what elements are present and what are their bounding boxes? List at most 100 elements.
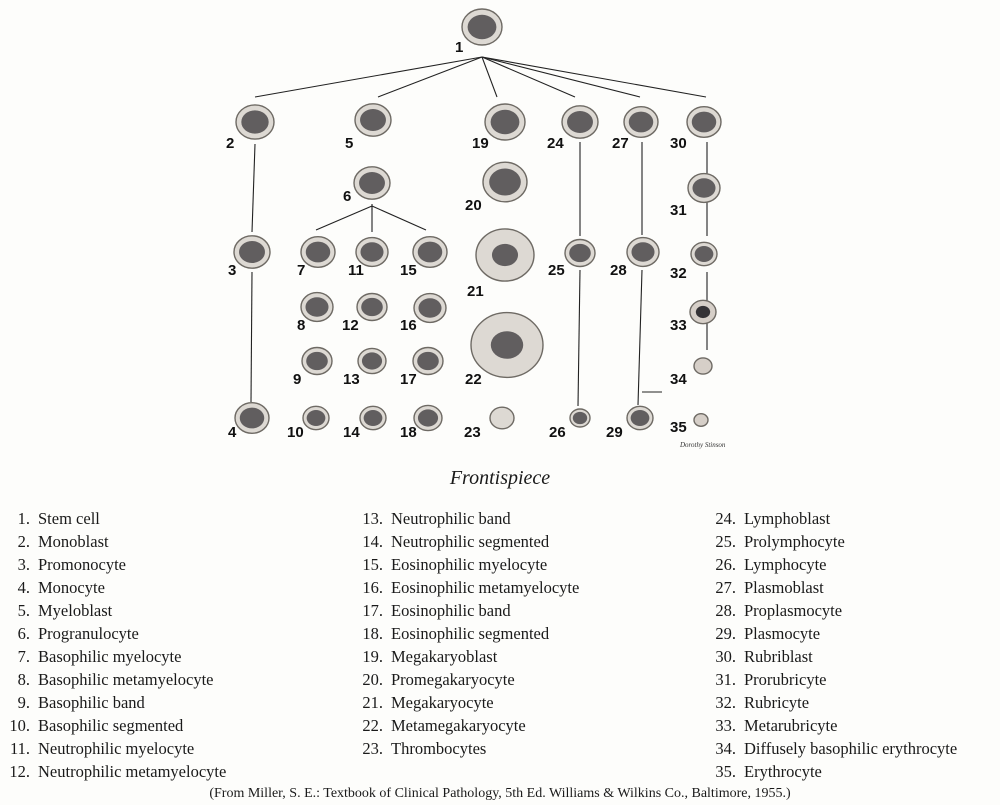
legend-item: 26.Lymphocyte xyxy=(706,553,957,576)
cell-number-label: 16 xyxy=(400,317,417,334)
cell-10-illustration xyxy=(302,405,330,431)
cell-14-illustration xyxy=(359,405,387,431)
legend-item-label: Eosinophilic band xyxy=(391,601,511,620)
cell-number-label: 24 xyxy=(547,135,564,152)
legend-item-number: 15. xyxy=(362,555,383,574)
cell-nucleus xyxy=(360,108,386,132)
legend-item-label: Neutrophilic band xyxy=(391,509,511,528)
legend-item-label: Monocyte xyxy=(38,578,105,597)
cell-nucleus xyxy=(305,297,329,317)
blood-cell-lineage-diagram: 1234567891011121314151617181920212223242… xyxy=(226,8,726,449)
cell-nucleus xyxy=(359,171,385,195)
cell-nucleus xyxy=(417,241,443,263)
cell-nucleus xyxy=(361,297,383,317)
cell-number-label: 13 xyxy=(343,371,360,388)
cell-number-label: 1 xyxy=(455,39,463,56)
cell-number-label: 3 xyxy=(228,262,236,279)
cell-3-illustration xyxy=(233,235,271,269)
cell-nucleus xyxy=(239,407,265,429)
lineage-connector xyxy=(377,56,483,98)
lineage-connector xyxy=(481,56,707,98)
legend-item: 8.Basophilic metamyelocyte xyxy=(6,668,226,691)
legend-item-number: 27. xyxy=(715,578,736,597)
cell-30-illustration xyxy=(686,105,722,138)
legend-item-number: 7. xyxy=(17,647,30,666)
legend-item: 19.Megakaryoblast xyxy=(355,645,579,668)
cell-nucleus xyxy=(628,111,654,133)
cell-34-illustration xyxy=(693,357,713,375)
cell-nucleus xyxy=(490,109,520,135)
cell-number-label: 8 xyxy=(297,317,305,334)
legend-item-number: 29. xyxy=(715,624,736,643)
legend-item-label: Erythrocyte xyxy=(744,762,822,781)
cell-nucleus xyxy=(239,240,265,264)
cell-21-illustration xyxy=(475,228,535,282)
legend-item-label: Neutrophilic myelocyte xyxy=(38,739,195,758)
legend-item: 10.Basophilic segmented xyxy=(6,714,226,737)
legend-item-number: 25. xyxy=(715,532,736,551)
cell-nucleus xyxy=(361,352,383,370)
cell-32-illustration xyxy=(690,241,718,267)
legend-item: 23.Thrombocytes xyxy=(355,737,579,760)
legend-item-label: Stem cell xyxy=(38,509,100,528)
figure-caption: Frontispiece xyxy=(449,467,551,489)
cell-28-illustration xyxy=(626,236,660,268)
cell-nucleus xyxy=(363,410,383,426)
cell-number-label: 22 xyxy=(465,371,482,388)
lineage-connector xyxy=(481,56,576,98)
cell-nucleus xyxy=(417,351,439,371)
legend-item: 22.Metamegakaryocyte xyxy=(355,714,579,737)
cell-nucleus xyxy=(695,305,711,319)
legend-item-number: 9. xyxy=(17,693,30,712)
source-citation: (From Miller, S. E.: Textbook of Clinica… xyxy=(209,786,791,801)
legend-item-label: Neutrophilic segmented xyxy=(391,532,550,551)
cell-number-label: 7 xyxy=(297,262,305,279)
cell-number-label: 29 xyxy=(606,424,623,441)
legend-item: 14.Neutrophilic segmented xyxy=(355,530,579,553)
legend-item-label: Eosinophilic metamyelocyte xyxy=(391,578,580,597)
cell-nucleus xyxy=(467,14,497,40)
cell-nucleus xyxy=(306,410,326,426)
legend-item-label: Basophilic metamyelocyte xyxy=(38,670,214,689)
cell-18-illustration xyxy=(413,404,443,432)
lineage-connector xyxy=(250,271,253,403)
cell-29-illustration xyxy=(626,405,654,431)
legend-item-number: 24. xyxy=(715,509,736,528)
legend-item-label: Metamegakaryocyte xyxy=(391,716,526,735)
legend-item-label: Myeloblast xyxy=(38,601,113,620)
legend-item-label: Eosinophilic segmented xyxy=(391,624,550,643)
legend-item: 35.Erythrocyte xyxy=(706,760,957,783)
legend-item-label: Basophilic band xyxy=(38,693,145,712)
legend-item-label: Monoblast xyxy=(38,532,109,551)
lineage-connector xyxy=(481,56,498,98)
cell-number-label: 17 xyxy=(400,371,417,388)
legend-item-label: Plasmocyte xyxy=(744,624,821,643)
cell-9-illustration xyxy=(301,346,333,376)
legend-item-number: 2. xyxy=(17,532,30,551)
cell-nucleus xyxy=(491,243,519,267)
legend-item-label: Prorubricyte xyxy=(744,670,827,689)
cell-nucleus xyxy=(305,241,331,263)
legend-item: 20.Promegakaryocyte xyxy=(355,668,579,691)
legend-item: 2. Monoblast xyxy=(6,530,226,553)
legend-item-label: Plasmoblast xyxy=(744,578,824,597)
lineage-connector xyxy=(637,269,643,406)
cell-15-illustration xyxy=(412,235,448,268)
cell-19-illustration xyxy=(484,103,526,141)
cell-nucleus xyxy=(489,168,521,196)
cell-17-illustration xyxy=(412,346,444,376)
legend-item-number: 18. xyxy=(362,624,383,643)
cell-2-illustration xyxy=(235,104,275,140)
legend-item-number: 33. xyxy=(715,716,736,735)
cell-6-illustration xyxy=(353,166,391,200)
legend-item-label: Megakaryoblast xyxy=(391,647,498,666)
cell-body xyxy=(693,413,709,428)
cell-8-illustration xyxy=(300,291,334,323)
legend-item-number: 28. xyxy=(715,601,736,620)
legend-item-number: 31. xyxy=(715,670,736,689)
lineage-connector xyxy=(371,205,427,231)
legend-item: 1.Stem cell xyxy=(6,507,226,530)
cell-nucleus xyxy=(241,110,269,134)
legend-item: 4.Monocyte xyxy=(6,576,226,599)
